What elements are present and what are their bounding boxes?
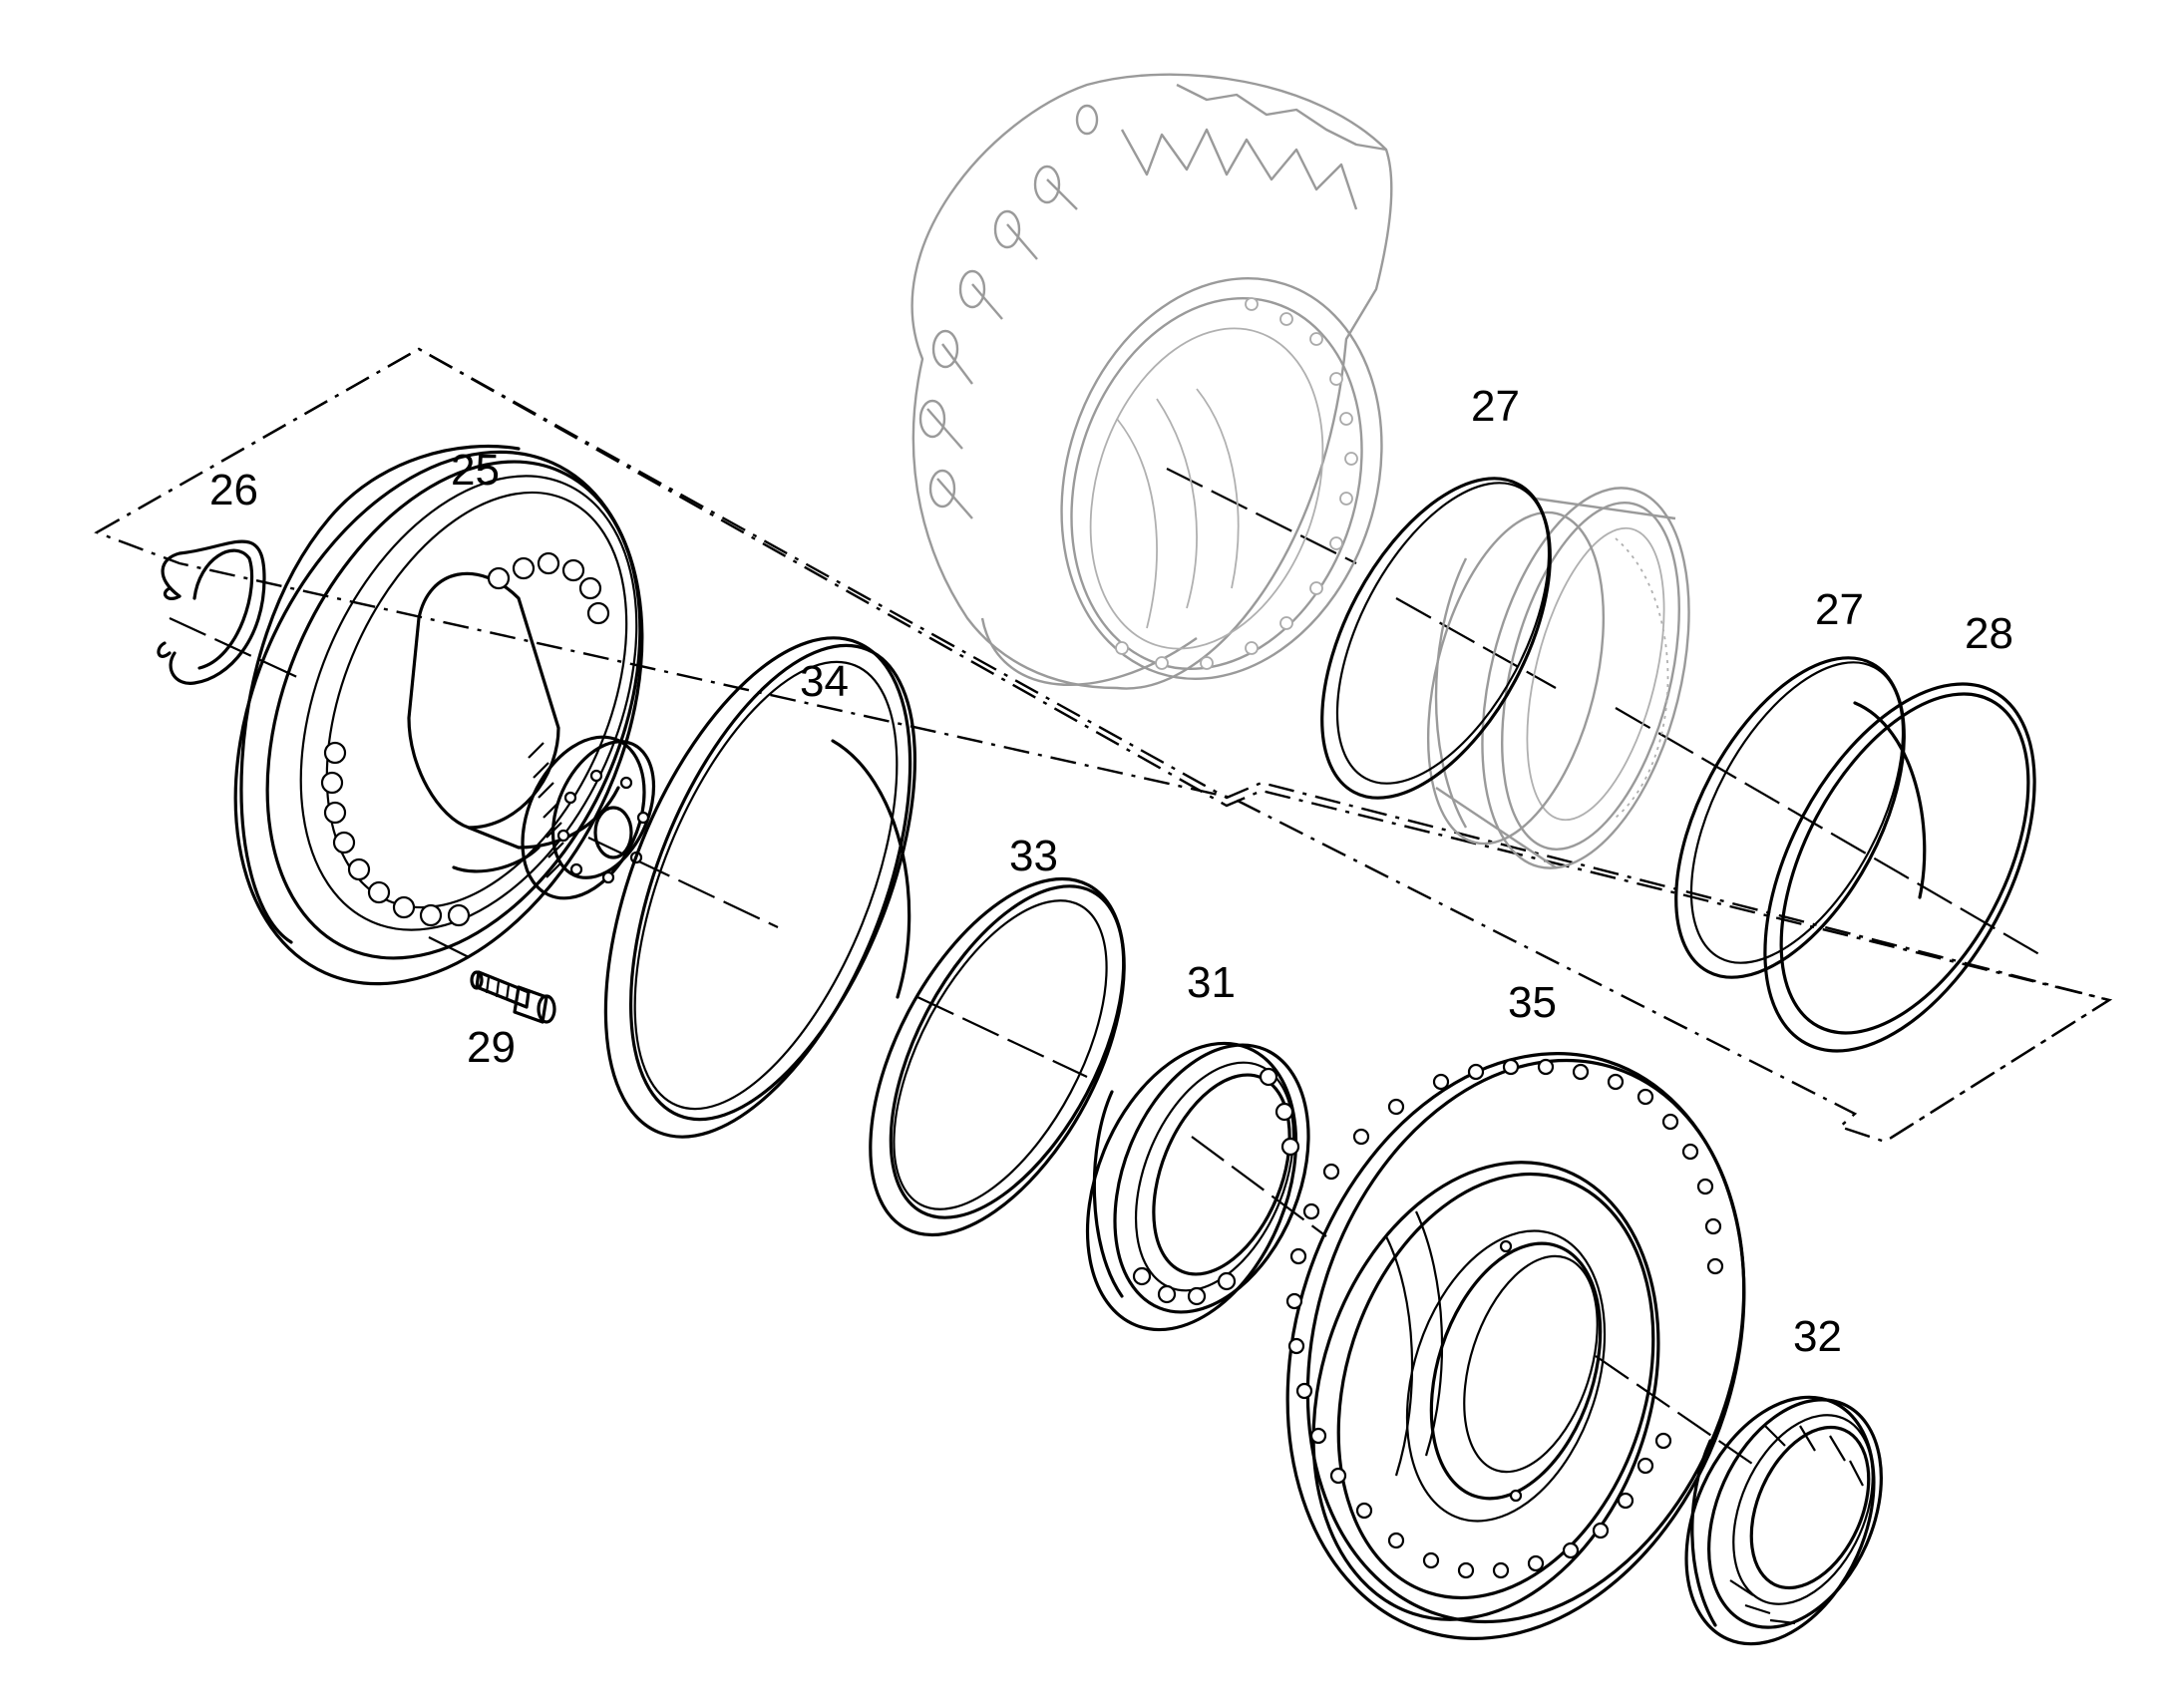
- assembly-boundary: [94, 347, 2112, 1144]
- callout-28: 28: [1965, 609, 2013, 658]
- taper-roller-bearing-32: [1684, 1395, 1883, 1646]
- callout-35: 35: [1508, 978, 1557, 1027]
- callout-26: 26: [209, 466, 258, 514]
- seal-ring-large: [603, 636, 917, 1139]
- callout-27-lower: 27: [1815, 585, 1864, 634]
- callout-33: 33: [1009, 832, 1058, 880]
- ring-gear: [1426, 487, 1690, 869]
- seal-ring-small: [869, 876, 1126, 1237]
- brake-disc-hub: [1285, 1052, 1746, 1640]
- sealing-ring: [1763, 682, 2036, 1053]
- o-ring-lower: [1674, 656, 1906, 979]
- center-axis-lines: [169, 468, 2045, 1467]
- callout-29: 29: [467, 1023, 516, 1072]
- callout-27-upper: 27: [1471, 382, 1520, 431]
- snap-ring: [157, 539, 266, 685]
- cap-screw: [470, 970, 556, 1024]
- wheel-hub-housing: [910, 73, 1393, 690]
- taper-roller-bearing-31: [1085, 1041, 1310, 1332]
- callout-31: 31: [1187, 958, 1236, 1007]
- carrier-rollers: [320, 551, 610, 927]
- callout-25: 25: [451, 446, 500, 495]
- o-ring-upper: [1320, 477, 1552, 800]
- planet-carrier-assembly: [233, 445, 656, 986]
- callout-34: 34: [800, 657, 849, 706]
- disc-bolt-holes: [1285, 1058, 1724, 1579]
- callout-32: 32: [1793, 1312, 1842, 1361]
